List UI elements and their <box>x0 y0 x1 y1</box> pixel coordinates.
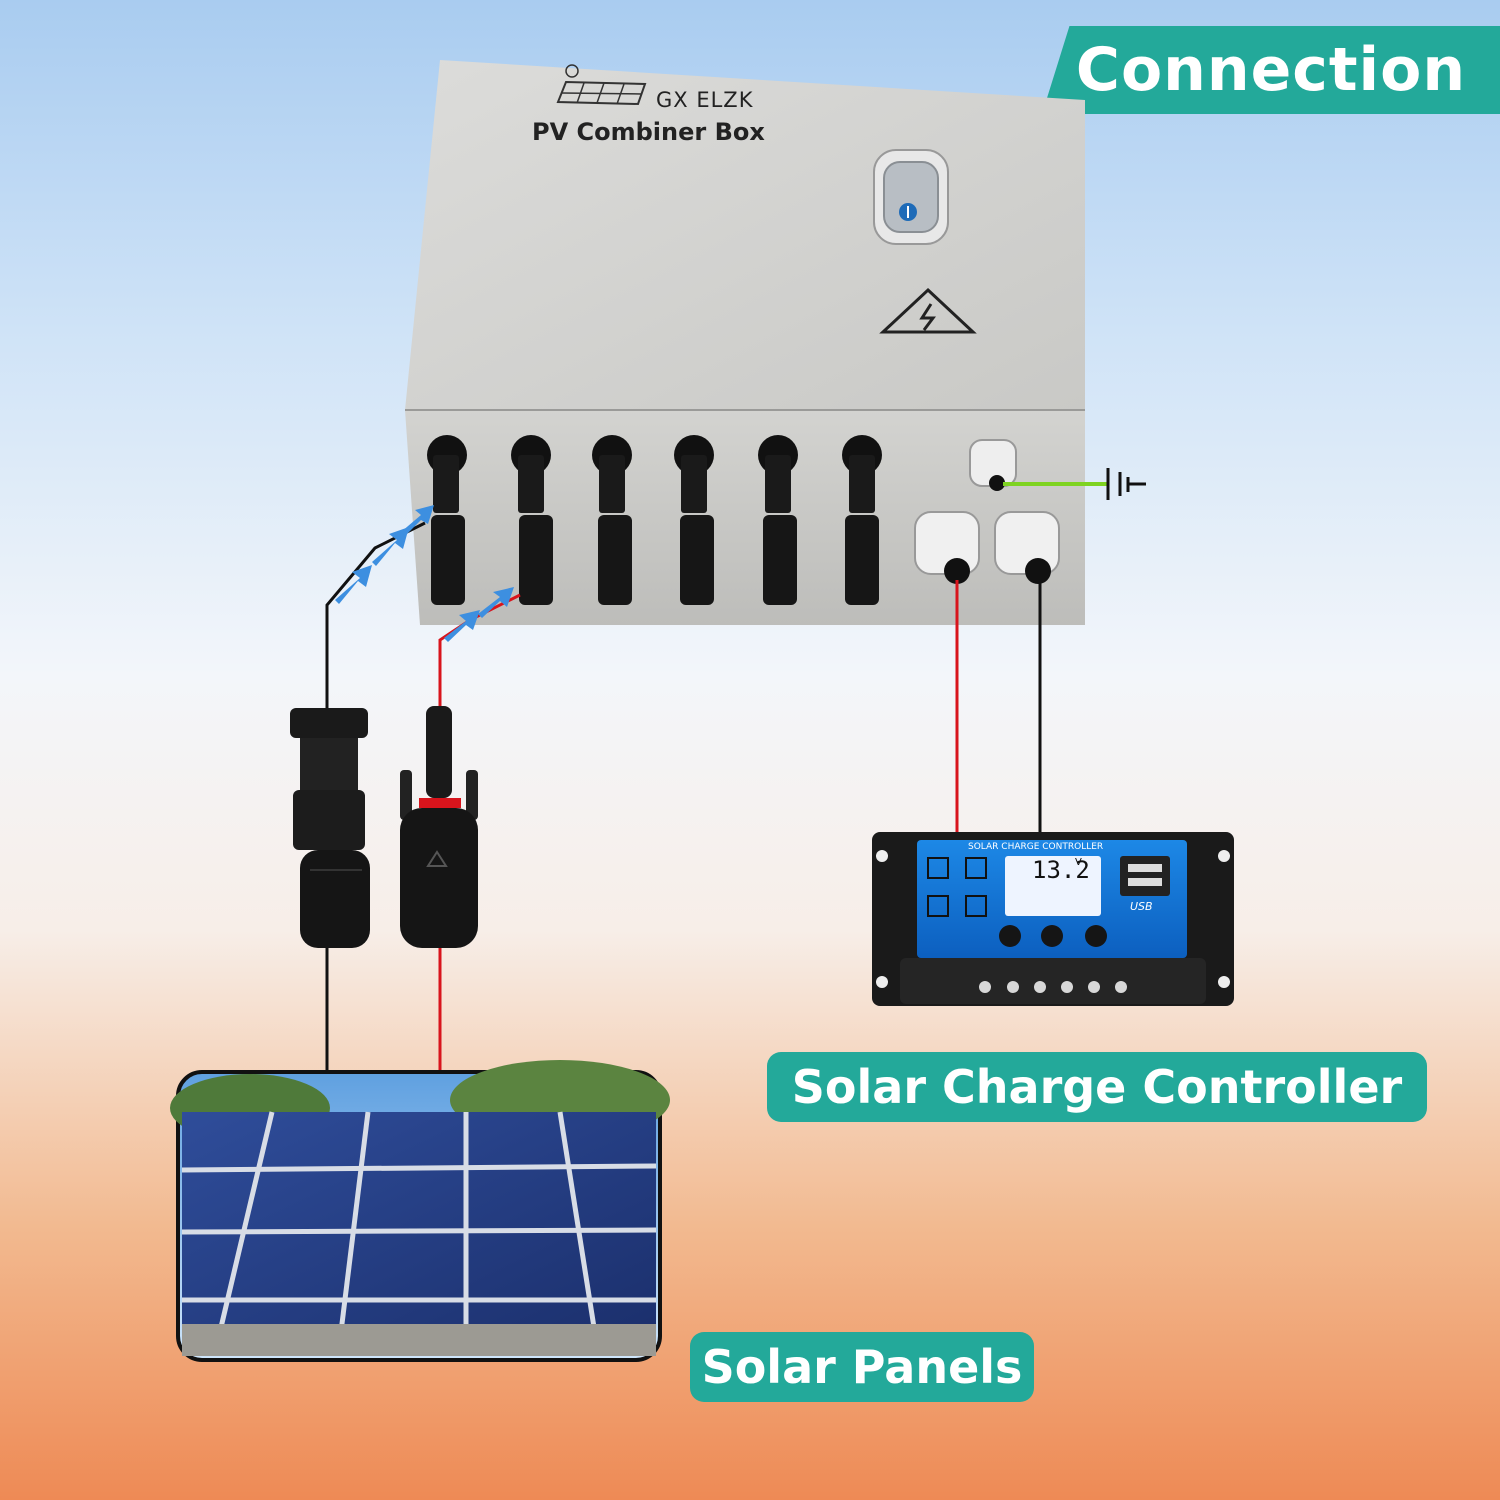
high-voltage-warning-icon <box>879 287 977 334</box>
solar-panels-label: Solar Panels <box>690 1332 1034 1402</box>
mc4-male-connector <box>290 708 370 948</box>
cable-gland <box>994 511 1060 584</box>
mc4-connector <box>842 435 882 513</box>
mc4-connector <box>845 515 879 605</box>
ground-symbol-icon <box>1106 468 1146 500</box>
cable-gland <box>969 439 1017 491</box>
connection-title: Connection <box>1042 26 1500 114</box>
combiner-box-title: PV Combiner Box <box>532 118 765 146</box>
mc4-connector <box>427 435 467 513</box>
combiner-box <box>405 60 1085 625</box>
mc4-connector <box>598 515 632 605</box>
cable-gland <box>914 511 980 584</box>
solar-charge-controller-label: Solar Charge Controller <box>767 1052 1427 1122</box>
controller-panel-title: SOLAR CHARGE CONTROLLER <box>968 842 1104 852</box>
solar-charge-controller <box>872 832 1234 1006</box>
mc4-connector <box>431 515 465 605</box>
mc4-connector <box>758 435 798 513</box>
top-connector-row <box>427 435 882 513</box>
mc4-female-connector <box>400 706 478 948</box>
flow-arrow-icon <box>335 505 434 604</box>
door-handle-icon <box>873 149 949 245</box>
mc4-connector <box>511 435 551 513</box>
mc4-connector <box>519 515 553 605</box>
usb-label: USB <box>1130 900 1153 913</box>
bottom-connector-row <box>431 515 879 605</box>
brand-name: GX ELZK <box>656 88 754 112</box>
voltage-unit: V <box>1075 857 1082 868</box>
mc4-connector <box>592 435 632 513</box>
mc4-connector <box>763 515 797 605</box>
solar-logo-icon <box>556 64 647 106</box>
voltage-readout: 13.2 <box>1032 856 1090 884</box>
mc4-connector <box>680 515 714 605</box>
mc4-connector <box>674 435 714 513</box>
solar-panels-image <box>170 1060 670 1362</box>
flow-arrow-icon <box>444 587 514 642</box>
